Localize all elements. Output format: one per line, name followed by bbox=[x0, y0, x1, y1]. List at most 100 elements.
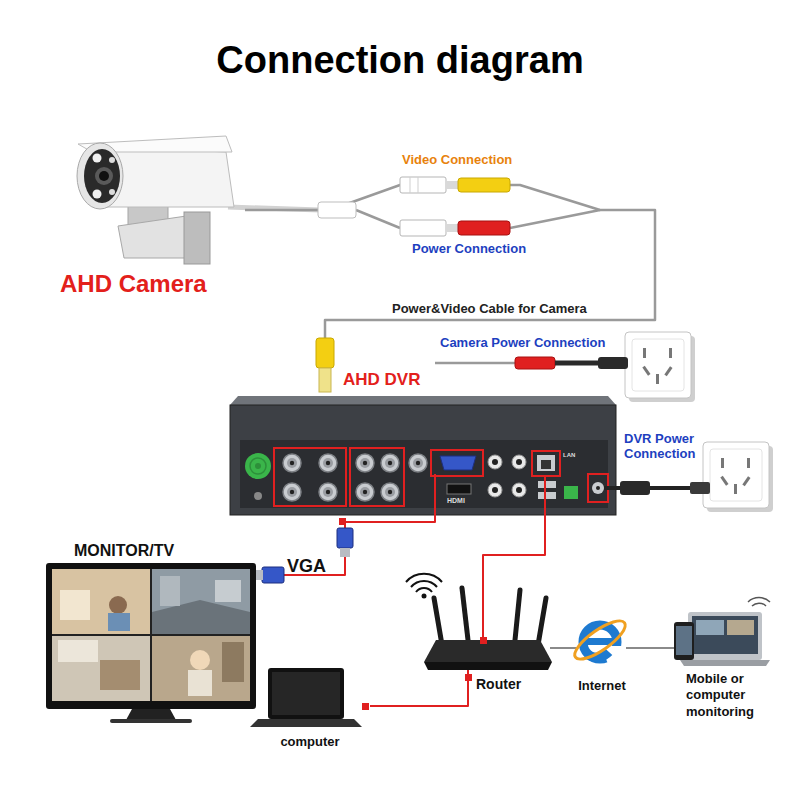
router-illustration-part bbox=[538, 598, 546, 645]
dvr-illustration-part bbox=[488, 455, 502, 469]
dvr-illustration-part bbox=[541, 460, 551, 469]
monitor-illustration-part bbox=[152, 600, 250, 634]
camera-illustration-part bbox=[184, 212, 210, 264]
dvr-illustration-part bbox=[350, 448, 404, 506]
dvr-illustration-part bbox=[245, 453, 271, 479]
camera-power-plug-part bbox=[598, 357, 628, 369]
dvr-illustration-part bbox=[564, 486, 578, 499]
vga-plugs-part bbox=[262, 567, 284, 583]
annotation-label: Video Connection bbox=[402, 152, 562, 168]
laptop-illustration-part bbox=[268, 668, 344, 719]
dvr-illustration-part bbox=[319, 483, 337, 501]
laptop-illustration-part bbox=[250, 719, 362, 727]
camera-illustration-part bbox=[78, 136, 232, 152]
dvr-illustration-part bbox=[440, 456, 476, 470]
cable-label: Power&Video Cable for Camera bbox=[392, 301, 652, 317]
monitor-illustration-part bbox=[222, 642, 244, 682]
mobile-illustration-part bbox=[688, 612, 762, 660]
splitter-connectors bbox=[318, 177, 510, 236]
camera-illustration-part bbox=[77, 143, 123, 209]
diagram-title: Connection diagram bbox=[0, 38, 800, 84]
splitter-connectors-part bbox=[410, 177, 411, 193]
port-leader-wires-part bbox=[482, 580, 484, 645]
cable-connector bbox=[370, 695, 468, 706]
camera-illustration-part bbox=[84, 149, 120, 203]
device-label: computer bbox=[250, 734, 370, 750]
monitor-illustration-part bbox=[190, 650, 210, 670]
internet-logo-part bbox=[601, 646, 626, 664]
camera-illustration-part bbox=[93, 190, 102, 199]
mobile-illustration-part bbox=[748, 598, 770, 602]
port-leader-wires-part bbox=[467, 668, 469, 695]
annotation-label: HDMI bbox=[447, 497, 477, 505]
monitor-illustration-part bbox=[110, 719, 192, 723]
camera-illustration-part bbox=[128, 200, 168, 226]
cable-connector bbox=[483, 518, 545, 580]
router-illustration-part bbox=[416, 588, 432, 592]
device-label: MONITOR/TV bbox=[74, 541, 254, 560]
dvr-illustration-part bbox=[250, 458, 266, 474]
mobile-illustration bbox=[674, 598, 770, 666]
internet-logo-part bbox=[570, 615, 631, 666]
dvr-power-cable-part bbox=[620, 481, 650, 495]
internet-node: Internet bbox=[562, 612, 642, 697]
vga-plugs-part bbox=[339, 518, 346, 525]
monitor-illustration-part bbox=[109, 596, 127, 614]
cable-connector bbox=[245, 185, 655, 368]
dvr-power-cable bbox=[604, 481, 710, 495]
internet-logo-part bbox=[583, 625, 617, 659]
dvr-illustration-part bbox=[447, 484, 471, 494]
power-branch-wire-part bbox=[356, 210, 400, 228]
device-label: AHD Camera bbox=[60, 270, 245, 299]
annotation-label: Power Connection bbox=[412, 241, 572, 257]
internet-logo bbox=[570, 615, 631, 666]
splitter-connectors-part bbox=[318, 202, 356, 218]
internet-logo-part bbox=[588, 652, 609, 657]
dvr-illustration-part bbox=[230, 405, 616, 515]
camera-illustration-part bbox=[98, 146, 234, 207]
router-illustration-part bbox=[406, 574, 442, 582]
router-illustration-part bbox=[515, 590, 520, 640]
router-illustration-part bbox=[424, 640, 552, 662]
dvr-node: AHD DVR bbox=[228, 368, 618, 518]
dvr-illustration-part bbox=[254, 492, 262, 500]
camera-power-plug-part bbox=[515, 357, 555, 369]
mobile-illustration-part bbox=[752, 603, 766, 606]
camera-illustration-part bbox=[99, 171, 109, 181]
splitter-connectors-part bbox=[458, 221, 510, 235]
monitor-illustration-part bbox=[46, 563, 256, 709]
dvr-power-cable-part bbox=[690, 482, 710, 494]
dvr-illustration-part bbox=[255, 463, 261, 469]
camera-illustration bbox=[77, 136, 320, 264]
cable-connector bbox=[258, 518, 435, 575]
annotation-label: LAN bbox=[563, 452, 585, 459]
camera-illustration-part bbox=[93, 154, 102, 163]
camera-power-plug-part bbox=[555, 361, 600, 366]
vga-plugs-part bbox=[337, 528, 353, 548]
power-branch-wire-part bbox=[435, 362, 515, 365]
monitor-illustration-part bbox=[160, 576, 180, 606]
monitor-illustration-part bbox=[152, 569, 250, 634]
dvr-illustration-part bbox=[488, 483, 502, 497]
port-leader-wires-part bbox=[544, 476, 546, 518]
monitor-illustration-part bbox=[100, 660, 140, 690]
port-leader-wires-part bbox=[672, 647, 680, 649]
monitor-illustration-part bbox=[58, 640, 98, 662]
camera-node: AHD Camera bbox=[55, 130, 245, 305]
dvr-power-cable-part bbox=[604, 486, 705, 490]
monitor-illustration-part bbox=[52, 569, 150, 634]
router-illustration-part bbox=[422, 594, 427, 599]
port-markers-part bbox=[465, 674, 472, 681]
dvr-video-plug bbox=[316, 338, 334, 392]
dvr-illustration-part bbox=[274, 448, 346, 506]
dvr-illustration-part bbox=[356, 483, 374, 501]
vga-plugs bbox=[256, 518, 353, 583]
mobile-illustration-part bbox=[727, 620, 754, 635]
dvr-illustration-part bbox=[283, 454, 301, 472]
wall-outlets-part bbox=[703, 442, 773, 512]
vga-plugs-part bbox=[256, 570, 263, 580]
port-leader-wires-part bbox=[434, 474, 436, 518]
